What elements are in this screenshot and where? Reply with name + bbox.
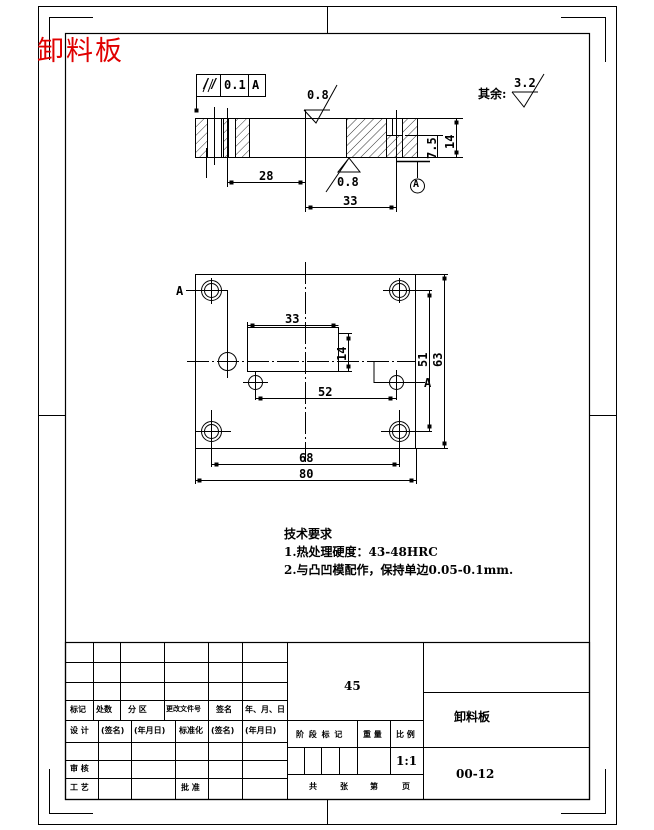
corner-mark-br — [561, 769, 606, 814]
pocket-outline — [247, 327, 339, 372]
scale-header: 比 例 — [396, 730, 415, 739]
dim-51: 51 — [416, 352, 430, 367]
outer-border — [38, 6, 617, 825]
design-sign: (签名) — [101, 726, 125, 735]
process-label: 工 艺 — [70, 783, 89, 792]
sheet-unit-label: 张 — [340, 782, 348, 791]
sheet-total-label: 共 — [309, 782, 317, 791]
scale-value: 1:1 — [396, 754, 418, 768]
roughness-bottom-value: 0.8 — [337, 175, 359, 189]
standardization-date: (年月日) — [245, 726, 277, 735]
dim-33-plan: 33 — [285, 312, 300, 326]
standardization-sign: (签名) — [211, 726, 235, 735]
tolerance-symbol: // — [202, 77, 218, 92]
drawing-title: 卸料板 — [37, 36, 124, 67]
corner-mark-tr — [561, 17, 606, 62]
drawing-number: 00-12 — [456, 767, 495, 781]
corner-mark-tl — [49, 17, 93, 60]
section-mark-left: A — [176, 284, 184, 298]
dim-33-section: 33 — [343, 194, 358, 208]
dim-7-5: 7.5 — [425, 137, 439, 159]
dim-52: 52 — [318, 385, 333, 399]
roughness-other-value: 3.2 — [514, 76, 536, 90]
datum-a-label: A — [413, 179, 420, 190]
weight-header: 重 量 — [363, 730, 382, 739]
corner-mark-bl — [49, 769, 93, 814]
tech-req-heading: 技术要求 — [284, 527, 333, 541]
tolerance-datum: A — [252, 78, 260, 92]
rev-header-mark: 标记 — [70, 705, 86, 714]
rev-header-date: 年、月、日 — [245, 705, 285, 714]
stage-mark-header: 阶 段 标 记 — [296, 730, 344, 739]
tech-req-item-2: 2.与凸凹模配作，保持单边0.05-0.1mm. — [284, 563, 514, 577]
inner-frame — [64, 32, 591, 801]
tolerance-value: 0.1 — [224, 78, 246, 92]
part-name: 卸料板 — [454, 710, 491, 724]
sheet-page-label: 页 — [402, 782, 410, 791]
design-label: 设 计 — [70, 726, 89, 735]
approve-label: 批 准 — [181, 783, 200, 792]
sheet-number-label: 第 — [370, 782, 378, 791]
review-label: 审 核 — [70, 764, 89, 773]
dim-14-section: 14 — [443, 134, 457, 149]
standardization-label: 标准化 — [179, 726, 203, 735]
rev-header-count: 处数 — [96, 705, 112, 714]
dim-80: 80 — [299, 467, 314, 481]
rev-header-doc: 更改文件号 — [166, 705, 201, 713]
dim-68: 68 — [299, 451, 314, 465]
section-mark-right: A — [424, 376, 432, 390]
dim-28: 28 — [259, 169, 274, 183]
rev-header-zone: 分 区 — [128, 705, 147, 714]
design-date: (年月日) — [134, 726, 166, 735]
roughness-other-label: 其余: — [478, 87, 507, 101]
rev-header-sign: 签名 — [216, 705, 232, 714]
dim-14-plan: 14 — [335, 346, 349, 361]
roughness-top-value: 0.8 — [307, 88, 329, 102]
tech-req-item-1: 1.热处理硬度：43-48HRC — [284, 545, 438, 559]
tolerance-frame — [196, 74, 266, 97]
dim-63: 63 — [431, 352, 445, 367]
material-value: 45 — [344, 679, 361, 693]
